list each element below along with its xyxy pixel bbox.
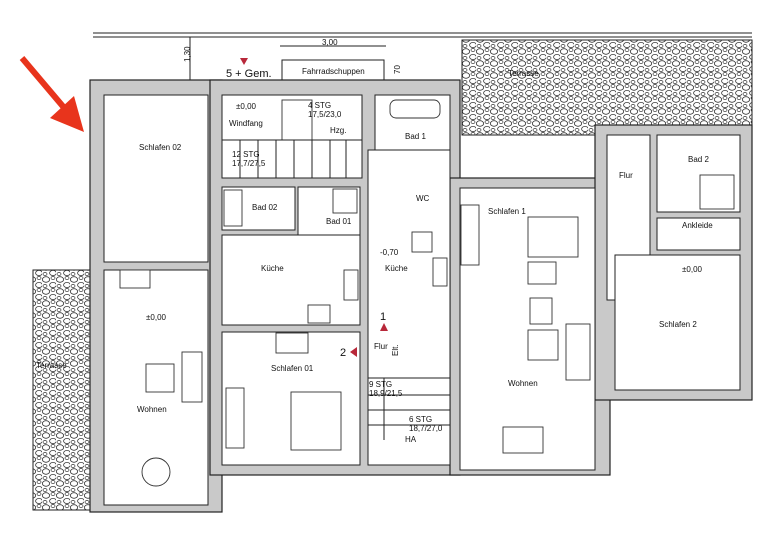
stair-ratio: 18,9/21,5 <box>369 389 403 398</box>
room-label-flur-mid: Flur <box>374 342 388 351</box>
room-label-wohnen-right: Wohnen <box>508 379 538 388</box>
room-label-bad-2: Bad 2 <box>688 155 709 164</box>
site-boundary <box>93 32 752 80</box>
red-arrow-icon <box>19 56 84 132</box>
staircase <box>222 99 450 440</box>
stair-steps: 9 STG <box>369 380 392 389</box>
room-label-windfang: Windfang <box>229 119 263 128</box>
furniture <box>119 99 735 487</box>
stair-steps: 6 STG <box>409 415 432 424</box>
room-label-schlafen-1: Schlafen 1 <box>488 207 526 216</box>
room-label-schlafen-01: Schlafen 01 <box>271 364 314 373</box>
dimension-shed-width: 3,00 <box>322 38 338 47</box>
entrance-label: 5 + Gem. <box>226 68 272 80</box>
terrace-top-label: Terrasse <box>508 69 539 78</box>
room-label-elt: Elt. <box>391 344 400 356</box>
room-label-hzg: Hzg. <box>330 126 346 135</box>
level-kueche: -0,70 <box>380 248 399 257</box>
room-label-wc: WC <box>416 194 430 203</box>
bike-shed-label: Fahrradschuppen <box>302 67 365 76</box>
room-label-schlafen-2: Schlafen 2 <box>659 320 697 329</box>
room-label-kueche-left: Küche <box>261 264 284 273</box>
room-label-bad-02: Bad 02 <box>252 203 278 212</box>
marker-2-label: 2 <box>340 347 346 359</box>
room-label-ha: HA <box>405 435 417 444</box>
stair-ratio: 18,7/27,0 <box>409 424 443 433</box>
room-label-wohnen-left: Wohnen <box>137 405 167 414</box>
room-label-bad-1: Bad 1 <box>405 132 426 141</box>
stair-steps: 4 STG <box>308 101 331 110</box>
room-label-bad-01: Bad 01 <box>326 217 352 226</box>
stair-steps: 12 STG <box>232 150 260 159</box>
level-windfang: ±0,00 <box>236 102 257 111</box>
marker-1-label: 1 <box>380 311 386 323</box>
dimension-depth: 1,30 <box>183 46 192 62</box>
room-label-kueche-right: Küche <box>385 264 408 273</box>
stair-ratio: 17,7/27,5 <box>232 159 266 168</box>
level-wohnen: ±0,00 <box>146 313 167 322</box>
terrace-left-label: Terrasse <box>36 361 67 370</box>
dimension-offset: 70 <box>393 65 402 74</box>
room-label-ankleide: Ankleide <box>682 221 713 230</box>
rooms <box>103 94 741 506</box>
level-schlafen-2: ±0,00 <box>682 265 703 274</box>
room-label-flur-right: Flur <box>619 171 633 180</box>
terrace-left <box>32 269 94 511</box>
entrance-marker-icon <box>240 58 248 65</box>
room-label-schlafen-02: Schlafen 02 <box>139 143 182 152</box>
terrace-top <box>461 39 753 136</box>
triangle-marker-icon <box>350 347 357 357</box>
triangle-marker-icon <box>380 323 388 331</box>
stair-ratio: 17,5/23,0 <box>308 110 342 119</box>
